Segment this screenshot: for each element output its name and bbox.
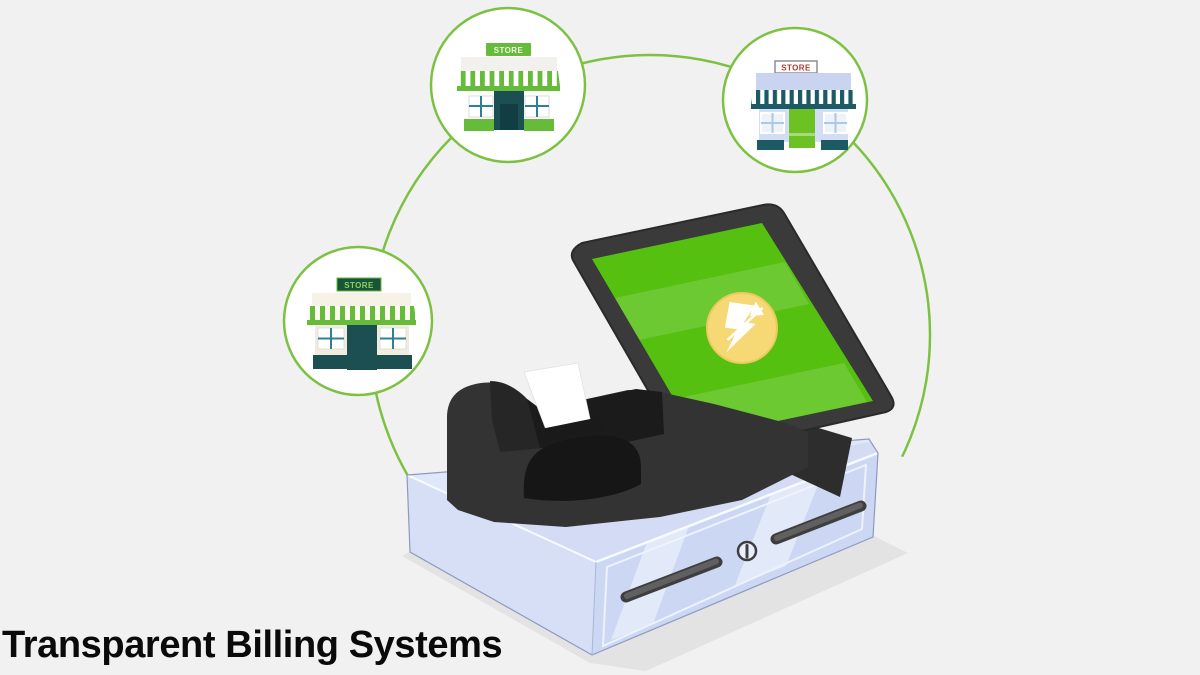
store-roof xyxy=(461,57,557,71)
store-roof xyxy=(756,73,851,90)
drawer-slot-left xyxy=(620,556,723,603)
drawer-slot-right xyxy=(770,500,867,545)
store-sign-label: STORE xyxy=(344,281,374,290)
store-planter-right xyxy=(821,140,848,150)
drawer-front-panel-inset xyxy=(601,463,868,648)
store-sign-label: STORE xyxy=(781,64,811,73)
store-door xyxy=(789,109,815,148)
store-icon: STORE xyxy=(307,277,416,370)
store-awning xyxy=(457,71,560,86)
store-sign xyxy=(336,277,382,292)
store-door xyxy=(347,325,377,370)
store-door-inner xyxy=(500,104,518,130)
store-awning-edge xyxy=(751,104,856,109)
printer-paper-slot xyxy=(536,417,603,443)
store-planter-right xyxy=(524,119,554,131)
store-awning-edge xyxy=(457,86,560,91)
store-awning xyxy=(751,90,856,104)
store-node-left: STORE xyxy=(282,245,434,397)
store-sign-label: STORE xyxy=(494,46,524,55)
store-window-left xyxy=(317,327,345,350)
store-awning xyxy=(307,306,416,320)
store-icon: STORE xyxy=(751,60,856,150)
printer-hump-shade xyxy=(490,381,543,452)
screen-badge xyxy=(706,292,778,364)
drawer-side-face xyxy=(407,475,596,655)
store-planter-left xyxy=(313,355,347,369)
store-window-left xyxy=(760,112,785,134)
store-node-top-center: STORE xyxy=(429,6,587,164)
connector-mask xyxy=(870,450,908,545)
store-node-top-right: STORE xyxy=(721,26,869,174)
receipt-printer xyxy=(447,362,808,527)
store-window-right xyxy=(823,112,848,134)
drawer-outline xyxy=(406,438,879,656)
drawer-front-face xyxy=(592,453,878,655)
store-icon: STORE xyxy=(457,43,560,131)
store-window-left xyxy=(468,95,494,118)
store-planter-left xyxy=(464,119,494,131)
page-title: Transparent Billing Systems xyxy=(2,624,503,666)
printer-front-cavity xyxy=(523,435,641,501)
store-sign xyxy=(486,43,531,56)
drawer-keyhole xyxy=(736,540,758,562)
store-window-right xyxy=(379,327,407,350)
store-roof xyxy=(312,293,411,306)
store-planter-left xyxy=(757,140,784,150)
drawer-corner-edge xyxy=(591,561,597,656)
lightning-bolt-icon xyxy=(724,301,765,353)
store-awning-edge xyxy=(307,320,416,325)
store-door-band xyxy=(789,133,815,136)
store-window-right xyxy=(524,95,550,118)
store-planter-right xyxy=(377,355,412,369)
